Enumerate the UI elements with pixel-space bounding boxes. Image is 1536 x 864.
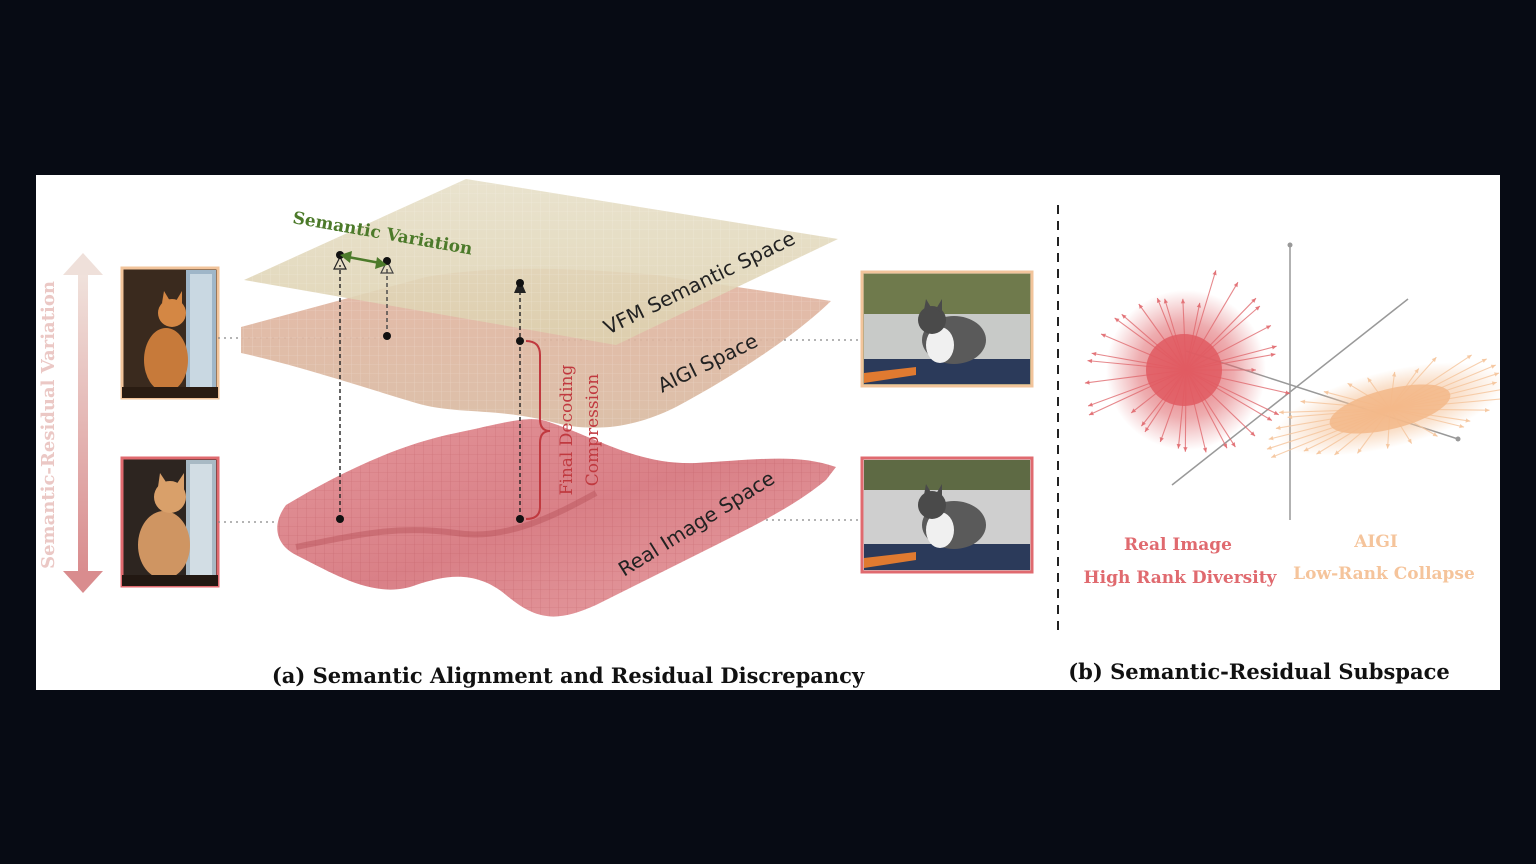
vector-arrowhead	[1255, 305, 1260, 311]
vector-arrowhead	[1114, 317, 1120, 323]
real-image-sublabel: High Rank Diversity	[1084, 568, 1278, 588]
vector-arrowhead	[1285, 390, 1291, 395]
semantic-variation-arrow	[340, 251, 387, 269]
real-image-space-surface	[277, 419, 836, 617]
vector-arrowhead	[1101, 333, 1107, 338]
caption-b: (b) Semantic-Residual Subspace	[1068, 659, 1450, 684]
axis-label: Semantic-Residual Variation	[38, 281, 59, 569]
vector-arrowhead	[1233, 282, 1238, 288]
real-image-label: Real Image	[1124, 535, 1232, 555]
aigi-label: AIGI	[1353, 532, 1398, 552]
vector-arrowhead	[1273, 410, 1279, 415]
vector-arrowhead	[1088, 402, 1094, 407]
caption-a: (a) Semantic Alignment and Residual Disc…	[272, 663, 865, 688]
vector-arrowhead	[1271, 345, 1277, 350]
vector-arrowhead	[1484, 408, 1490, 413]
vector-arrowhead	[1271, 453, 1277, 458]
semantic-residual-axis	[63, 253, 103, 593]
vector-arrowhead	[1266, 416, 1272, 421]
vector-arrowhead	[1088, 411, 1094, 416]
vector-arrowhead	[1231, 442, 1236, 448]
vector-arrowhead	[1270, 352, 1276, 358]
vector-arrowhead	[1481, 358, 1487, 363]
cat-photo-orange-aigi	[120, 266, 220, 400]
vector-arrowhead	[1084, 380, 1090, 385]
vector-arrowhead	[1431, 357, 1437, 363]
cat-photo-orange-real	[120, 456, 220, 588]
vector-arrowhead	[1459, 423, 1465, 429]
compression-label-line2: Compression	[583, 374, 603, 487]
compression-label-line1: Final Decoding	[557, 365, 577, 496]
vector-arrowhead	[1202, 447, 1208, 453]
figure-panel: Semantic-Residual Variation	[36, 175, 1500, 690]
cat-photo-bw-real	[860, 456, 1034, 574]
vfm-semantic-space-surface	[244, 179, 838, 345]
vector-arrowhead	[1087, 358, 1093, 364]
aigi-sublabel: Low-Rank Collapse	[1293, 564, 1475, 584]
vector-arrowhead	[1266, 445, 1272, 450]
diagram-canvas: Semantic-Residual Variation	[38, 179, 1500, 688]
vector-arrowhead	[1091, 351, 1097, 357]
aigi-core	[1329, 384, 1451, 434]
vector-arrowhead	[1250, 431, 1256, 437]
vector-arrowhead	[1222, 443, 1228, 449]
vector-arrowhead	[1466, 354, 1472, 360]
compression-brace	[525, 340, 551, 520]
vector-arrowhead	[1490, 364, 1496, 369]
cat-photo-bw-aigi	[860, 270, 1034, 388]
vector-arrowhead	[1212, 270, 1217, 276]
vector-arrowhead	[1279, 410, 1284, 415]
vector-arrowhead	[1268, 436, 1274, 441]
real-image-core	[1146, 334, 1222, 406]
vector-arrowhead	[1265, 325, 1271, 330]
projection-links	[333, 251, 526, 523]
vector-arrowhead	[1121, 314, 1127, 319]
vector-arrowhead	[1251, 298, 1256, 303]
